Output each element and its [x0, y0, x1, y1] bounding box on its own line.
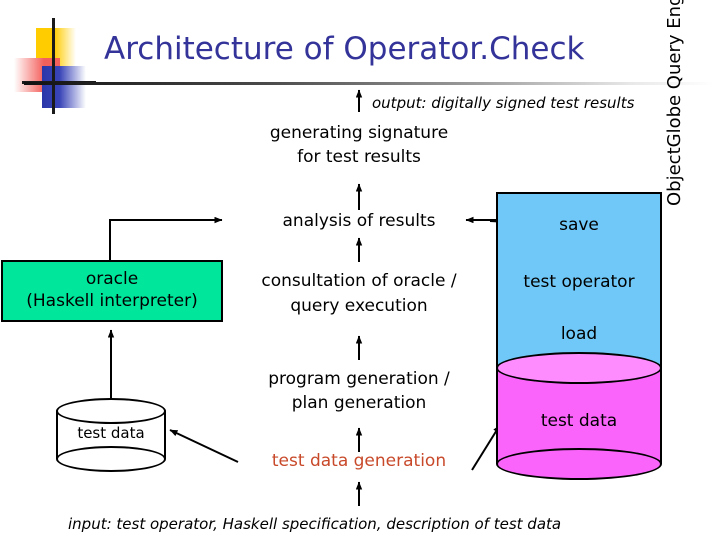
step-analysis-of-results: analysis of results	[282, 211, 436, 231]
logo-blue-square-icon	[42, 66, 86, 108]
step-program-generation-line1: program generation /	[268, 369, 450, 389]
step-generating-signature-line2: for test results	[297, 147, 421, 167]
oracle-box[interactable]: oracle (Haskell interpreter)	[1, 260, 223, 322]
objectglobe-query-engine-label: ObjectGlobe Query Engine	[664, 0, 685, 206]
oracle-label-line1: oracle	[85, 269, 139, 289]
engine-test-data-label: test data	[540, 411, 618, 431]
oracle-label-line2: (Haskell interpreter)	[26, 291, 198, 311]
engine-test-operator-label: test operator	[523, 272, 635, 292]
logo-vertical-rule-icon	[52, 18, 55, 114]
output-caption: output: digitally signed test results	[372, 94, 635, 112]
engine-load-label: load	[560, 324, 598, 344]
step-consultation-line1: consultation of oracle /	[261, 271, 457, 291]
engine-test-data-cylinder-top	[496, 352, 662, 384]
page-title: Architecture of Operator.Check	[104, 31, 585, 67]
local-test-data-label: test data	[77, 424, 145, 442]
engine-save-label: save	[559, 215, 599, 235]
local-test-data-cylinder-bottom	[56, 446, 166, 472]
step-consultation-line2: query execution	[290, 296, 428, 316]
engine-test-data-cylinder-bottom	[496, 448, 662, 480]
step-program-generation-line2: plan generation	[291, 393, 427, 413]
step-generating-signature-line1: generating signature	[269, 123, 449, 143]
step-test-data-generation: test data generation	[271, 451, 447, 471]
local-test-data-cylinder-top	[56, 398, 166, 424]
title-divider	[24, 82, 714, 85]
objectglobe-engine-container	[496, 192, 662, 382]
input-caption: input: test operator, Haskell specificat…	[68, 515, 562, 533]
blends-design-logo	[14, 18, 110, 114]
